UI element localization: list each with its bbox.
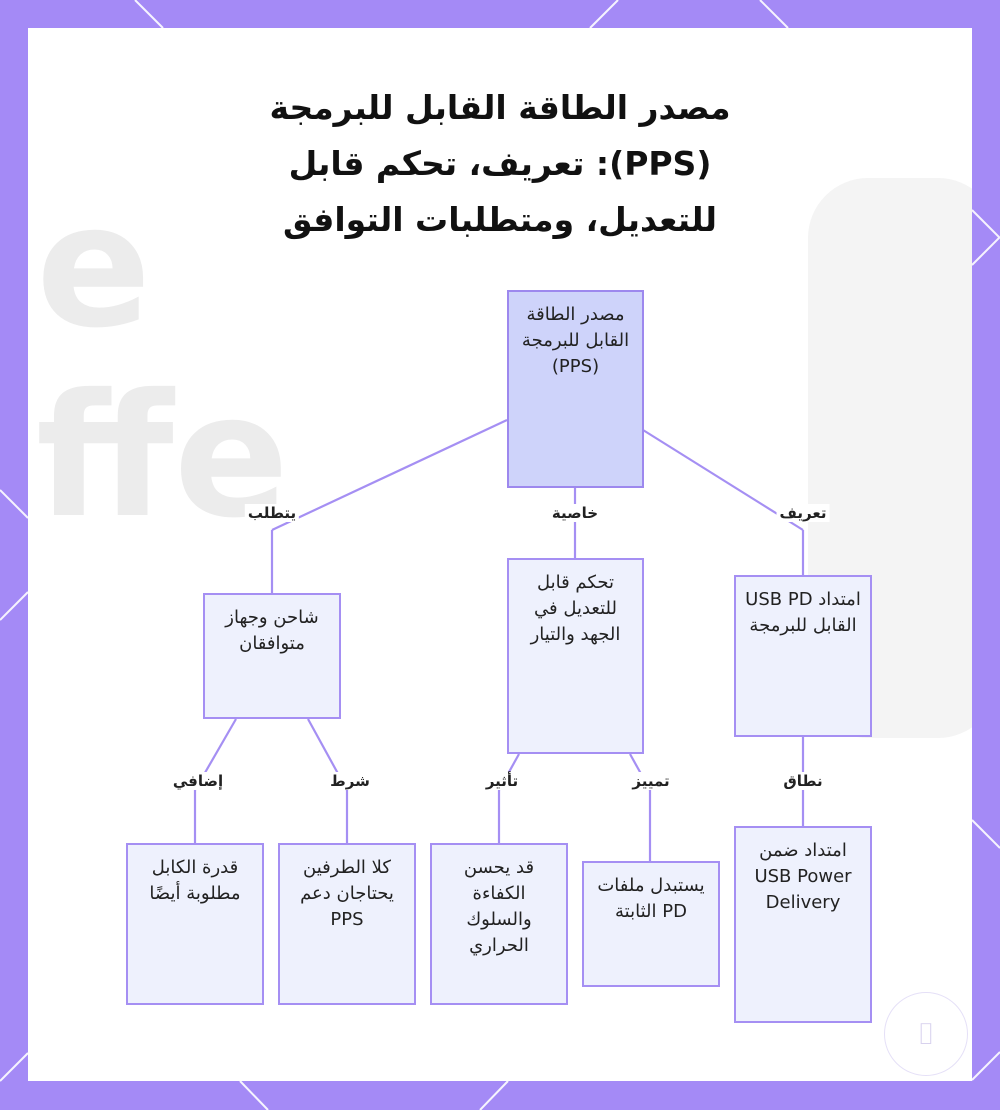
node-both-ends-label: كلا الطرفين يحتاجان دعم PPS (300, 857, 394, 930)
edge-label-scope: نطاق (780, 772, 826, 790)
node-usb-pd-extension: امتداد USB PD القابل للبرمجة (734, 575, 872, 737)
edge-label-requires: يتطلب (244, 504, 300, 522)
watermark-logo-icon: ⌷ (884, 992, 968, 1076)
edge-label-effect: تأثير (482, 772, 522, 790)
node-cable-capability: قدرة الكابل مطلوبة أيضًا (126, 843, 264, 1005)
node-usb-pd-extension-label: امتداد USB PD القابل للبرمجة (745, 589, 861, 636)
background-watermark-letters-ffe: ffe (36, 358, 290, 556)
diagram-title: مصدر الطاقة القابل للبرمجة (PPS): تعريف،… (269, 88, 731, 239)
node-pps-root: مصدر الطاقة القابل للبرمجة (PPS) (507, 290, 644, 488)
node-replaces-fixed-pd: يستبدل ملفات PD الثابتة (582, 861, 720, 987)
node-usb-power-delivery-scope-label: امتداد ضمن USB Power Delivery (754, 840, 852, 913)
node-usb-power-delivery-scope: امتداد ضمن USB Power Delivery (734, 826, 872, 1023)
node-both-ends: كلا الطرفين يحتاجان دعم PPS (278, 843, 416, 1005)
node-pps-root-label: مصدر الطاقة القابل للبرمجة (PPS) (521, 304, 630, 377)
background-watermark-letter-e: e (36, 168, 152, 366)
node-adjustable-control: تحكم قابل للتعديل في الجهد والتيار (507, 558, 644, 754)
node-efficiency: قد يحسن الكفاءة والسلوك الحراري (430, 843, 568, 1005)
edge-requires (271, 419, 508, 531)
edge-label-additional: إضافي (169, 772, 227, 790)
node-adjustable-control-label: تحكم قابل للتعديل في الجهد والتيار (530, 572, 621, 645)
node-compatible-charger: شاحن وجهاز متوافقان (203, 593, 341, 719)
node-replaces-fixed-pd-label: يستبدل ملفات PD الثابتة (597, 875, 705, 922)
node-cable-capability-label: قدرة الكابل مطلوبة أيضًا (149, 857, 241, 904)
edge-label-distinction: تمييز (629, 772, 673, 790)
node-efficiency-label: قد يحسن الكفاءة والسلوك الحراري (463, 857, 535, 956)
edge-label-property: خاصية (548, 504, 602, 522)
edge-definition (642, 429, 804, 531)
edge-label-definition: تعريف (776, 504, 830, 522)
edge-label-condition: شرط (327, 772, 373, 790)
node-compatible-charger-label: شاحن وجهاز متوافقان (225, 607, 319, 654)
